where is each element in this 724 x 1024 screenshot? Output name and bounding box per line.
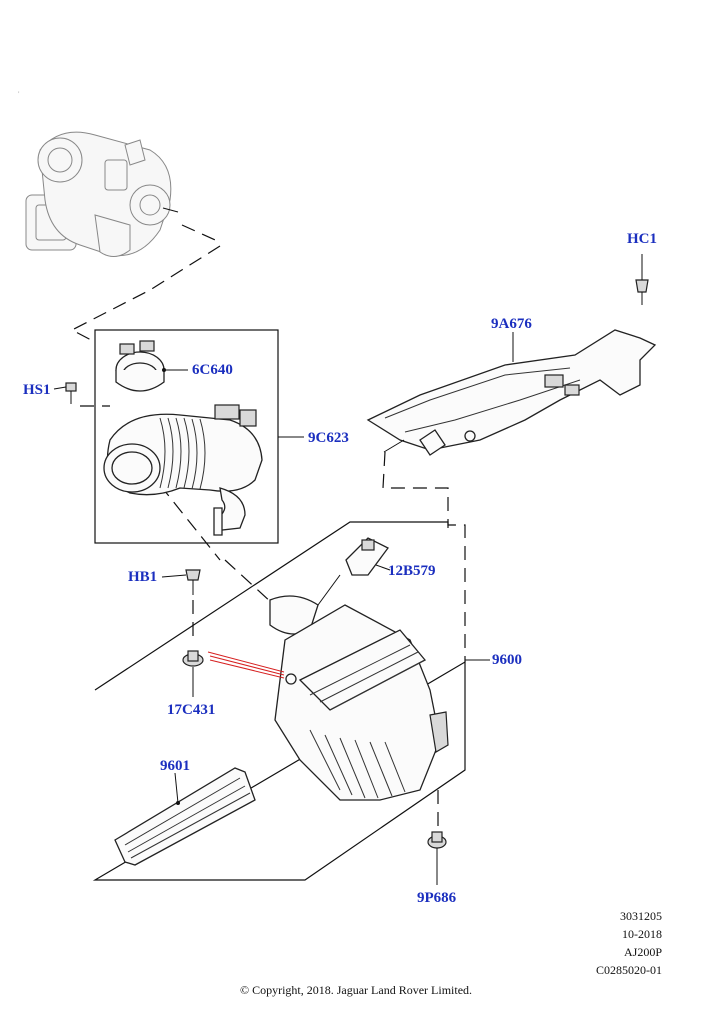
bolt-hs1-illustration — [53, 382, 77, 404]
callout-hc1: HC1 — [627, 231, 657, 247]
clamp-6c640-illustration — [115, 340, 188, 392]
dashed-route-lines — [70, 224, 466, 835]
callout-17c431: 17C431 — [167, 702, 216, 718]
turbocharger-illustration — [25, 131, 179, 257]
air-filter-element-illustration — [114, 767, 256, 866]
bracket-9a676-illustration — [366, 329, 657, 456]
callout-hs1: HS1 — [23, 382, 51, 398]
callout-12b579: 12B579 — [388, 563, 436, 579]
svg-text:,: , — [18, 88, 20, 94]
drawing-reference: C0285020-01 — [596, 963, 662, 977]
clip-hc1-illustration — [635, 254, 649, 305]
air-intake-hose-illustration — [103, 404, 263, 536]
illustration-number: 3031205 — [620, 909, 662, 923]
callout-hb1: HB1 — [128, 569, 158, 585]
bolt-hb1-illustration — [161, 569, 201, 595]
callout-9a676: 9A676 — [491, 316, 532, 332]
copyright-notice: © Copyright, 2018. Jaguar Land Rover Lim… — [239, 983, 473, 997]
mass-air-flow-sensor-illustration — [317, 537, 391, 606]
callout-6c640: 6C640 — [192, 362, 233, 378]
callout-9601: 9601 — [160, 758, 190, 774]
grommet-17c431-illustration — [182, 650, 285, 697]
callout-9c623: 9C623 — [308, 430, 349, 446]
illustration-date: 10-2018 — [622, 927, 662, 941]
grommet-9p686-illustration — [427, 831, 447, 885]
air-cleaner-housing-illustration — [269, 595, 449, 801]
engine-model: AJ200P — [623, 945, 662, 959]
callout-9p686: 9P686 — [417, 890, 457, 906]
callout-9600: 9600 — [492, 652, 522, 668]
